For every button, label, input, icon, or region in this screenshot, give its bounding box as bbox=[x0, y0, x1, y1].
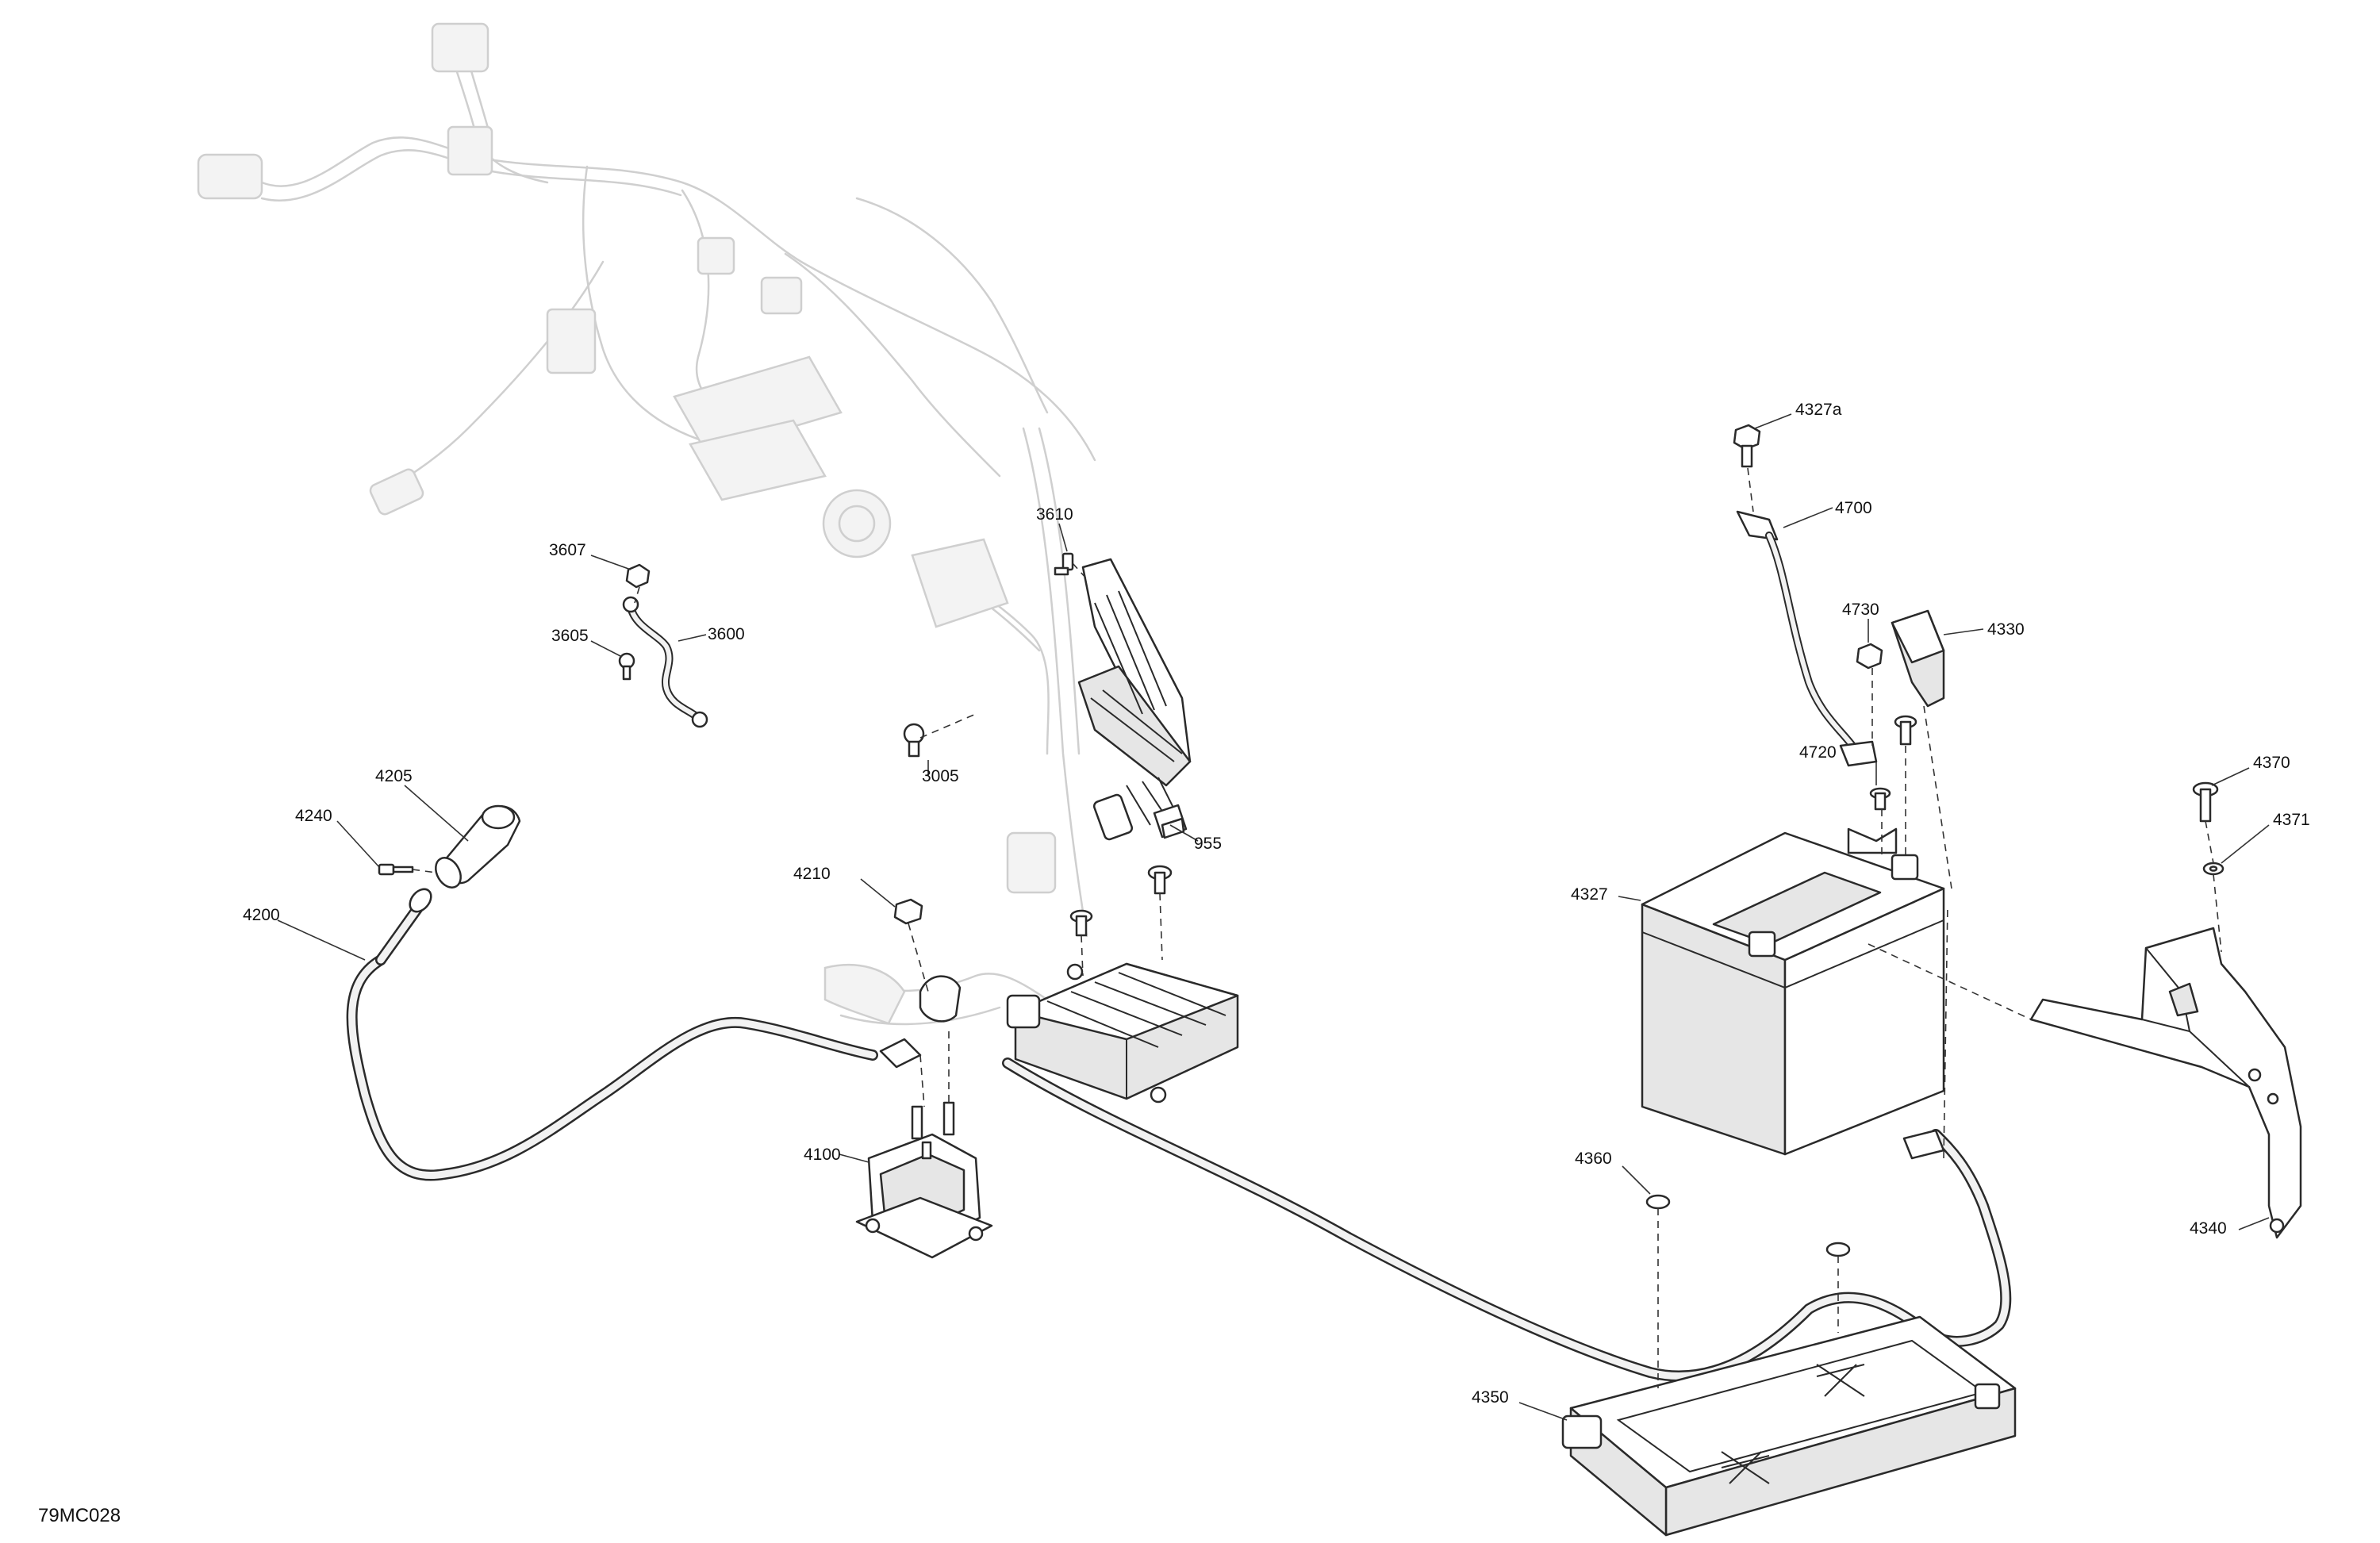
callout-4350: 4350 bbox=[1472, 1388, 1509, 1407]
callout-3005: 3005 bbox=[922, 767, 959, 785]
bolt-4370 bbox=[2192, 781, 2219, 823]
callout-4360: 4360 bbox=[1575, 1150, 1612, 1168]
battery-tray-4350 bbox=[1561, 1315, 2017, 1537]
leader-lines bbox=[277, 413, 2270, 1421]
callout-3610: 3610 bbox=[1036, 505, 1073, 524]
callout-4327: 4327 bbox=[1571, 885, 1608, 904]
callout-4370: 4370 bbox=[2253, 754, 2290, 772]
ghost-connector-top bbox=[431, 22, 489, 73]
bolt-4327a bbox=[1733, 424, 1761, 468]
nut-3607 bbox=[625, 563, 651, 589]
ghost-bracket bbox=[673, 355, 843, 454]
harness-clamp bbox=[879, 975, 962, 1069]
bolt-4720 bbox=[1869, 787, 1891, 811]
callout-4720: 4720 bbox=[1799, 743, 1837, 762]
screw-4360 bbox=[1645, 1194, 1671, 1210]
battery-4327 bbox=[1641, 827, 1945, 1156]
bolt-battery-positive bbox=[1894, 715, 1917, 746]
nut-4730 bbox=[1856, 643, 1883, 670]
ground-strap-3600 bbox=[622, 596, 708, 728]
screw-regulator bbox=[1069, 909, 1093, 937]
screw-3610 bbox=[1054, 552, 1074, 576]
terminal-boot-4205 bbox=[435, 804, 521, 889]
callout-4340: 4340 bbox=[2190, 1219, 2227, 1238]
callout-955: 955 bbox=[1194, 835, 1222, 853]
callout-4205: 4205 bbox=[375, 767, 413, 785]
callout-3605: 3605 bbox=[551, 627, 589, 645]
diagram-code: 79MC028 bbox=[38, 1505, 121, 1526]
main-harness-to-tray bbox=[1002, 1057, 2012, 1382]
nut-4210 bbox=[893, 898, 923, 925]
background-wiring-harness bbox=[197, 22, 1096, 1026]
callout-4371: 4371 bbox=[2273, 811, 2310, 829]
callout-4700: 4700 bbox=[1835, 499, 1872, 517]
bracket-4340 bbox=[2029, 927, 2302, 1239]
callout-labels: 4327a 4700 4730 4330 4720 4327 4370 4371… bbox=[38, 401, 2310, 1526]
starter-solenoid-4100 bbox=[855, 1101, 993, 1259]
screw-tray bbox=[1825, 1242, 1851, 1257]
screw-fuse-box bbox=[1147, 865, 1173, 895]
washer-4371 bbox=[2202, 862, 2225, 876]
callout-4100: 4100 bbox=[804, 1146, 841, 1164]
bolt-4240 bbox=[378, 863, 414, 876]
battery-tray-cable bbox=[1902, 1129, 1945, 1160]
fuse-box bbox=[1077, 558, 1192, 841]
callout-4730: 4730 bbox=[1842, 601, 1879, 619]
clip-955 bbox=[1153, 804, 1188, 839]
callout-4200: 4200 bbox=[243, 906, 280, 924]
callout-4240: 4240 bbox=[295, 807, 332, 825]
bolt-3605 bbox=[618, 652, 635, 681]
callout-3607: 3607 bbox=[549, 541, 586, 559]
callout-3600: 3600 bbox=[708, 625, 745, 643]
battery-cable-4200 bbox=[346, 888, 878, 1181]
terminal-cover-4330 bbox=[1891, 609, 1945, 708]
callout-4210: 4210 bbox=[793, 865, 831, 883]
callout-4330: 4330 bbox=[1987, 620, 2025, 639]
ghost-connector-left bbox=[197, 153, 263, 200]
bolt-3005 bbox=[903, 723, 925, 758]
callout-4327a: 4327a bbox=[1795, 401, 1842, 419]
voltage-regulator bbox=[1006, 962, 1239, 1104]
battery-cable-4700 bbox=[1736, 510, 1878, 767]
cable-4200-terminal bbox=[409, 888, 432, 913]
assembly-lines bbox=[412, 467, 2222, 1388]
